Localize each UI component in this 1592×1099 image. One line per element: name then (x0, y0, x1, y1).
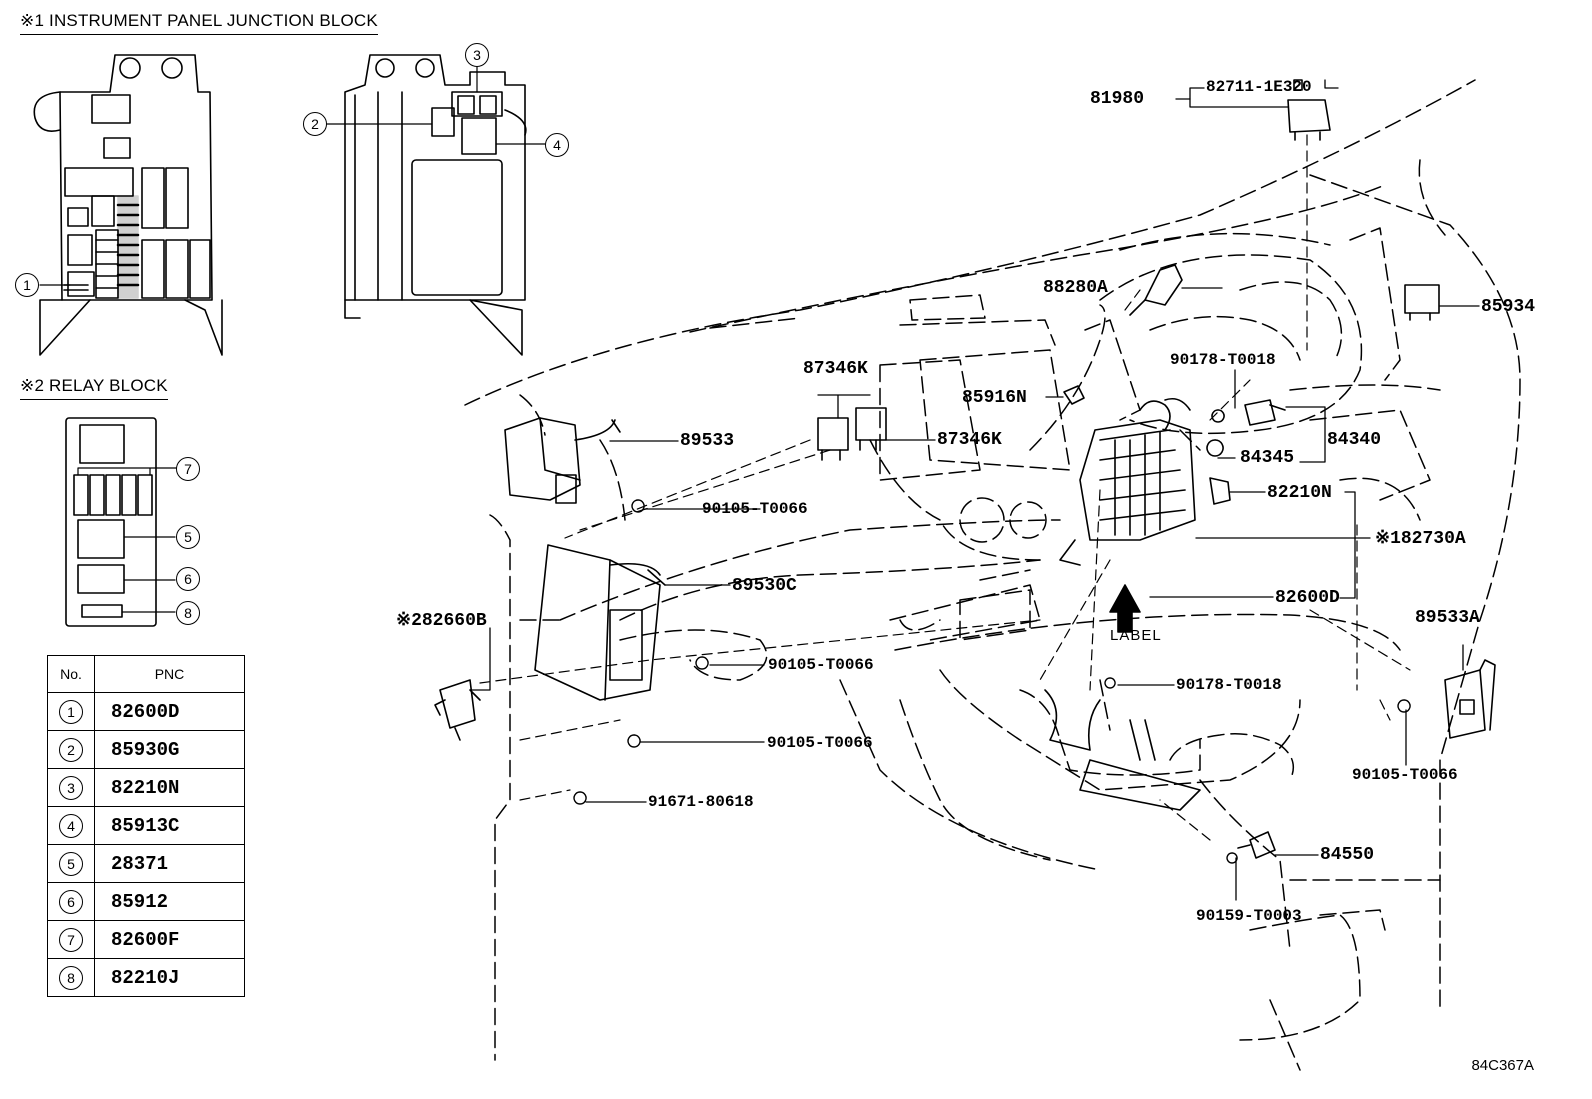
table-row: 7 82600F (47, 920, 245, 959)
column-header-no: No. (47, 655, 95, 693)
part-label-91671-80618: 91671-80618 (648, 793, 754, 811)
part-label-87346K-upper: 87346K (803, 359, 868, 379)
leader-lines (471, 79, 1480, 901)
junction-block-front-drawing (33, 54, 223, 356)
callout-4: 4 (545, 133, 569, 157)
junction-callout-leaders (39, 65, 546, 286)
table-row: 1 82600D (47, 692, 245, 731)
junction-block-rear-drawing (344, 54, 527, 356)
table-row: 2 85930G (47, 730, 245, 769)
component-shapes (434, 79, 1496, 864)
part-label-84550: 84550 (1320, 845, 1375, 865)
callout-5: 5 (176, 525, 200, 549)
part-label-89533A: 89533A (1415, 608, 1480, 628)
part-label-90159-T0003: 90159-T0003 (1196, 907, 1302, 925)
relay-block-drawing (65, 417, 179, 627)
row-number: 3 (59, 775, 83, 800)
row-pnc: 85930G (94, 730, 245, 769)
part-label-85934: 85934 (1481, 297, 1536, 317)
row-number: 5 (59, 851, 83, 876)
junction-block-header: ※1 INSTRUMENT PANEL JUNCTION BLOCK (20, 11, 378, 35)
row-pnc: 82210N (94, 768, 245, 807)
part-label-89533: 89533 (680, 431, 735, 451)
part-label-90105-T0066-b: 90105-T0066 (768, 656, 874, 674)
part-label-82210N: 82210N (1267, 483, 1332, 503)
row-number: 8 (59, 965, 83, 990)
table-row: 5 28371 (47, 844, 245, 883)
pnc-table-header-row: No. PNC (47, 655, 245, 693)
part-label-89530C: 89530C (732, 576, 797, 596)
row-pnc: 28371 (94, 844, 245, 883)
callout-1: 1 (15, 273, 39, 297)
dashboard-outline (464, 79, 1521, 1071)
part-label-82711-1E320: 82711-1E320 (1206, 78, 1312, 96)
table-row: 8 82210J (47, 958, 245, 997)
row-pnc: 82600F (94, 920, 245, 959)
row-pnc: 85913C (94, 806, 245, 845)
part-label-82660B: ※282660B (396, 611, 487, 631)
row-pnc: 82210J (94, 958, 245, 997)
table-row: 6 85912 (47, 882, 245, 921)
row-pnc: 85912 (94, 882, 245, 921)
part-label-85916N: 85916N (962, 388, 1027, 408)
part-label-82600D: 82600D (1275, 588, 1340, 608)
row-number: 7 (59, 927, 83, 952)
assembly-guide-lines (479, 134, 1411, 841)
part-label-81980: 81980 (1090, 89, 1145, 109)
label-marker-text: LABEL (1110, 627, 1162, 644)
callout-2: 2 (303, 112, 327, 136)
callout-6: 6 (176, 567, 200, 591)
part-label-82730A: ※182730A (1375, 529, 1466, 549)
part-label-90105-T0066-a: 90105-T0066 (702, 500, 808, 518)
part-label-88280A: 88280A (1043, 278, 1108, 298)
callout-3: 3 (465, 43, 489, 67)
part-label-90105-T0066-d: 90105-T0066 (1352, 766, 1458, 784)
table-row: 4 85913C (47, 806, 245, 845)
row-number: 6 (59, 889, 83, 914)
row-pnc: 82600D (94, 692, 245, 731)
column-header-pnc: PNC (94, 655, 245, 693)
row-number: 4 (59, 813, 83, 838)
part-label-90178-T0018-lower: 90178-T0018 (1176, 676, 1282, 694)
row-number: 1 (59, 699, 83, 724)
table-row: 3 82210N (47, 768, 245, 807)
part-label-90178-T0018-upper: 90178-T0018 (1170, 351, 1276, 369)
figure-reference-code: 84C367A (1471, 1057, 1534, 1074)
callout-7: 7 (176, 457, 200, 481)
callout-8: 8 (176, 601, 200, 625)
label-arrow (1109, 584, 1141, 633)
relay-block-header: ※2 RELAY BLOCK (20, 376, 168, 400)
part-label-84340: 84340 (1327, 430, 1382, 450)
row-number: 2 (59, 737, 83, 762)
part-label-90105-T0066-c: 90105-T0066 (767, 734, 873, 752)
part-label-87346K-lower: 87346K (937, 430, 1002, 450)
part-label-84345: 84345 (1240, 448, 1295, 468)
